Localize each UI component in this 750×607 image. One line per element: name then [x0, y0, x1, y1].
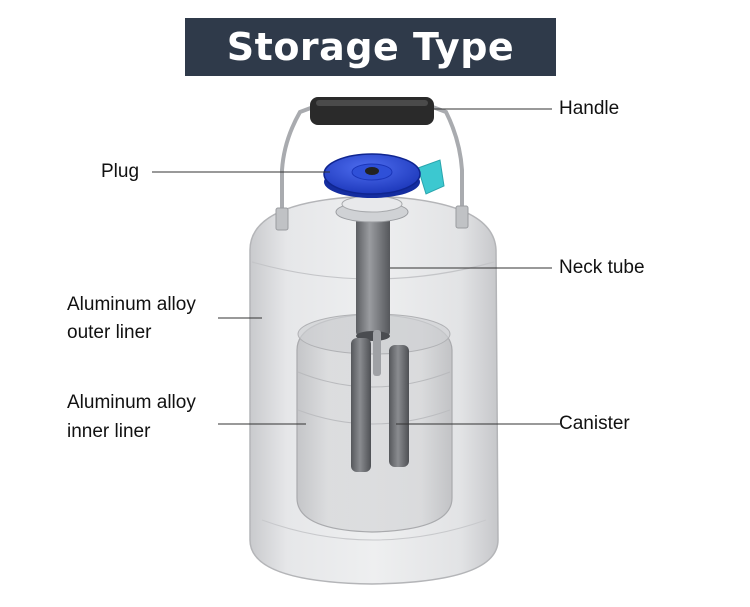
label-outer-liner-line2: outer liner — [67, 322, 152, 343]
label-inner-liner-line1: Aluminum alloy — [67, 392, 196, 413]
handle — [275, 97, 469, 231]
label-inner-liner-line2: inner liner — [67, 421, 151, 442]
canister — [351, 330, 409, 472]
leader-lines — [152, 108, 560, 425]
label-handle: Handle — [559, 98, 620, 119]
diagram-title: Storage Type — [226, 25, 515, 69]
label-outer-liner-line1: Aluminum alloy — [67, 294, 196, 315]
plug — [323, 153, 445, 223]
label-neck-tube: Neck tube — [559, 257, 645, 278]
title-banner: Storage Type — [185, 18, 556, 76]
label-canister: Canister — [559, 413, 630, 434]
label-plug: Plug — [101, 161, 140, 182]
